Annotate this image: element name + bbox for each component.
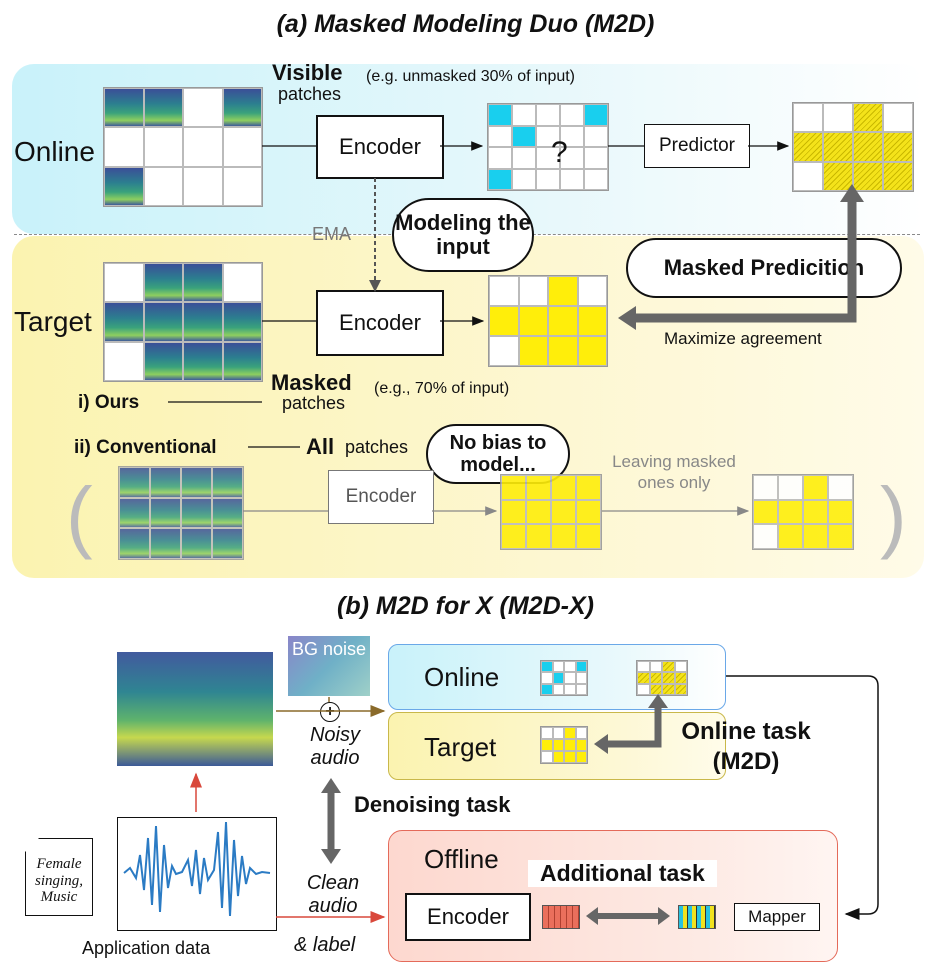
online-task-arrow — [604, 700, 662, 748]
target-label: Target — [14, 306, 92, 337]
question-mark: ? — [551, 136, 568, 169]
online-mini-predicted — [636, 660, 688, 696]
conventional-masked-patches — [752, 474, 854, 550]
clean-audio-label: Clean audio — [306, 872, 360, 917]
bg-noise-image — [288, 636, 370, 696]
online-label: Online — [14, 136, 95, 167]
online-task-label: Online task (M2D) — [681, 718, 811, 775]
paren-left: ( — [66, 471, 93, 560]
document-text: Female singing, Music — [35, 856, 83, 905]
predictor-box: Predictor — [644, 124, 750, 168]
conventional-input-patches — [118, 466, 244, 560]
additional-arrowhead-right — [658, 907, 670, 925]
target-box-label: Target — [424, 732, 497, 762]
agreement-arrowhead-left — [618, 306, 636, 330]
waveform — [123, 821, 271, 917]
visible-label: Visible — [272, 60, 343, 85]
bg-noise-label: BG noise — [291, 639, 367, 659]
document-icon — [25, 838, 93, 916]
conventional-label: ii) Conventional — [74, 437, 217, 458]
masked-patches-label: patches — [282, 393, 346, 413]
online-task-arrowhead-left — [594, 734, 608, 754]
ours-label: i) Ours — [78, 392, 140, 413]
conventional-encoded-patches — [500, 474, 602, 550]
leaving-masked-label: Leaving masked ones only — [612, 452, 736, 493]
denoising-arrowhead-up — [321, 778, 341, 793]
all-patches-label: patches — [345, 437, 409, 457]
denoising-arrowhead-down — [321, 849, 341, 864]
visible-patches-label: patches — [278, 84, 342, 104]
modeling-input-bubble: Modeling the input — [392, 198, 534, 272]
paren-right: ) — [880, 471, 907, 560]
part-a-title: (a) Masked Modeling Duo (M2D) — [276, 10, 655, 38]
no-bias-bubble: No bias to model... — [426, 424, 570, 484]
additional-task-label: Additional task — [528, 860, 717, 887]
masked-label: Masked — [271, 370, 352, 395]
embedding-red — [542, 905, 580, 929]
offline-encoder: Encoder — [405, 893, 531, 941]
agreement-arrow — [632, 196, 857, 323]
online-to-offline-connector — [726, 675, 879, 920]
online-mini-patches — [540, 660, 588, 696]
agreement-arrowhead-up — [840, 184, 864, 202]
predicted-patches — [792, 102, 914, 192]
all-label: All — [306, 434, 335, 459]
part-b-title: (b) M2D for X (M2D-X) — [337, 592, 594, 620]
target-encoded-patches — [488, 275, 608, 367]
noisy-audio-label: Noisy audio — [309, 724, 360, 769]
target-input-patches — [103, 262, 263, 382]
visible-note: (e.g. unmasked 30% of input) — [366, 68, 576, 85]
mapper-box: Mapper — [734, 903, 820, 931]
target-encoder: Encoder — [316, 290, 444, 356]
additional-arrowhead-left — [586, 907, 598, 925]
masked-note: (e.g., 70% of input) — [374, 380, 510, 397]
online-encoder: Encoder — [316, 115, 444, 179]
target-mini-patches — [540, 726, 588, 764]
embedding-mapped — [678, 905, 716, 929]
online-box-label: Online — [424, 662, 500, 692]
maximize-agreement-label: Maximize agreement — [664, 329, 822, 348]
online-input-patches — [103, 87, 263, 207]
online-task-arrowhead-up — [648, 694, 668, 708]
conventional-encoder: Encoder — [328, 470, 434, 524]
online-encoded-patches — [487, 103, 609, 191]
noisy-spectrogram — [117, 652, 273, 766]
and-label: & label — [294, 934, 356, 956]
application-data-label: Application data — [82, 938, 211, 958]
waveform-frame — [117, 817, 277, 931]
denoising-task-label: Denoising task — [354, 792, 511, 817]
ema-label: EMA — [312, 224, 352, 244]
offline-box-label: Offline — [424, 844, 499, 874]
